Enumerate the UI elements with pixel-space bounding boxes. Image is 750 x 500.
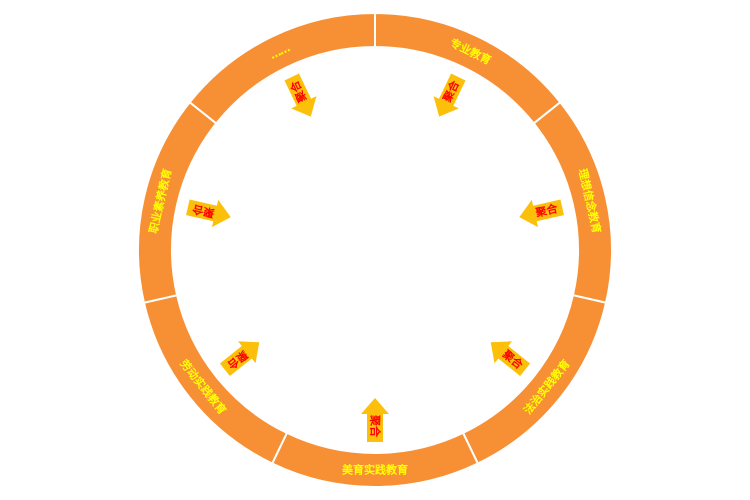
ring-segment	[188, 11, 376, 125]
arrow-label: 聚合	[369, 414, 383, 438]
ring-segment	[461, 293, 608, 465]
arrow-up-icon	[219, 341, 260, 376]
converge-arrow: 聚合	[433, 73, 466, 117]
arrow-up-icon	[519, 199, 564, 228]
converge-arrow: 聚合	[519, 199, 564, 228]
ring-segment	[142, 293, 289, 465]
arrow-up-icon	[186, 199, 231, 228]
converge-arrow: 聚合	[361, 398, 389, 442]
ring-segment	[137, 100, 218, 304]
ring-segment	[532, 100, 613, 304]
converge-arrow: 聚合	[490, 341, 531, 376]
segment-label: 美育实践教育	[342, 463, 408, 477]
arrow-up-icon	[361, 398, 389, 442]
arrow-label: 聚合	[190, 202, 217, 221]
ring-segment	[374, 11, 562, 125]
converge-arrow: 聚合	[219, 341, 260, 376]
converge-arrow: 聚合	[186, 199, 231, 228]
arrow-up-icon	[490, 341, 531, 376]
converge-arrow: 聚合	[284, 73, 317, 117]
arrow-up-icon	[284, 73, 317, 117]
arrow-label: 聚合	[533, 201, 560, 220]
arrow-up-icon	[433, 73, 466, 117]
